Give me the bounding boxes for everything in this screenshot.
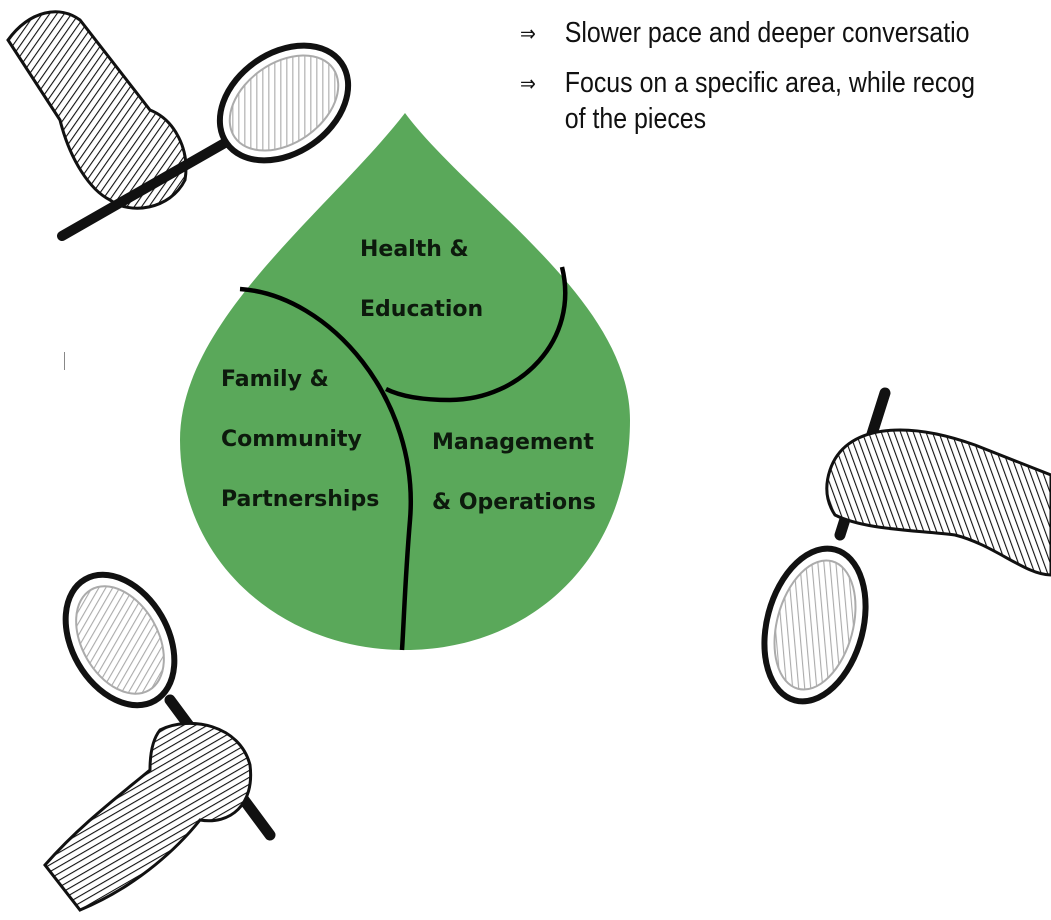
stray-mark [64,352,65,370]
label-health-education: Health & Education [360,237,484,322]
droplet-shape [180,113,630,650]
bullet-item: ⇒ Slower pace and deeper conversatio [520,14,977,52]
implies-arrow-icon: ⇒ [520,72,536,97]
divider-left [239,286,414,651]
divider-top [384,266,568,403]
hand-magnifier-icon [6,10,352,241]
label-management-operations: Management & Operations [432,430,596,515]
hand-magnifier-icon [761,387,1051,705]
label-family-community: Family & Community Partnerships [221,367,380,512]
bullet-text-continued: of the pieces [564,103,707,135]
hand-magnifier-icon [43,571,276,912]
bullet-list: ⇒ Slower pace and deeper conversatio ⇒ F… [520,14,977,138]
bullet-text: Focus on a specific area, while recog [564,67,976,99]
implies-arrow-icon: ⇒ [520,22,536,47]
bullet-item: ⇒ Focus on a specific area, while recog [520,64,977,102]
bullet-text: Slower pace and deeper conversatio [564,17,970,49]
